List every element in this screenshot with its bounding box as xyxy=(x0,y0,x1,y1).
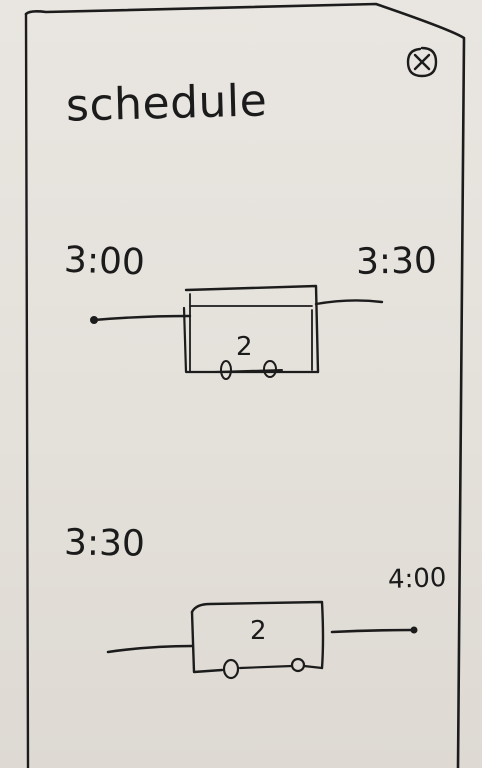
slot-2-start-time: 3:30 xyxy=(63,522,146,565)
timeline-track-1 xyxy=(90,299,384,324)
time-block-2 xyxy=(190,600,325,680)
phone-frame-left xyxy=(24,12,30,768)
page-title: schedule xyxy=(65,75,268,132)
slot-2-end-time: 4:00 xyxy=(387,562,447,596)
slot-1-start-time: 3:00 xyxy=(63,239,146,284)
close-button[interactable] xyxy=(404,44,440,80)
time-block-1 xyxy=(182,284,320,380)
close-icon xyxy=(406,46,438,78)
slot-1-count: 2 xyxy=(236,332,253,362)
phone-frame xyxy=(24,2,466,768)
time-block-2-button[interactable] xyxy=(190,600,326,682)
timeline-track-2 xyxy=(106,626,418,654)
slot-1-end-time: 3:30 xyxy=(355,240,438,283)
time-block-1-button[interactable] xyxy=(184,284,320,376)
slot-2-count: 2 xyxy=(250,616,267,646)
